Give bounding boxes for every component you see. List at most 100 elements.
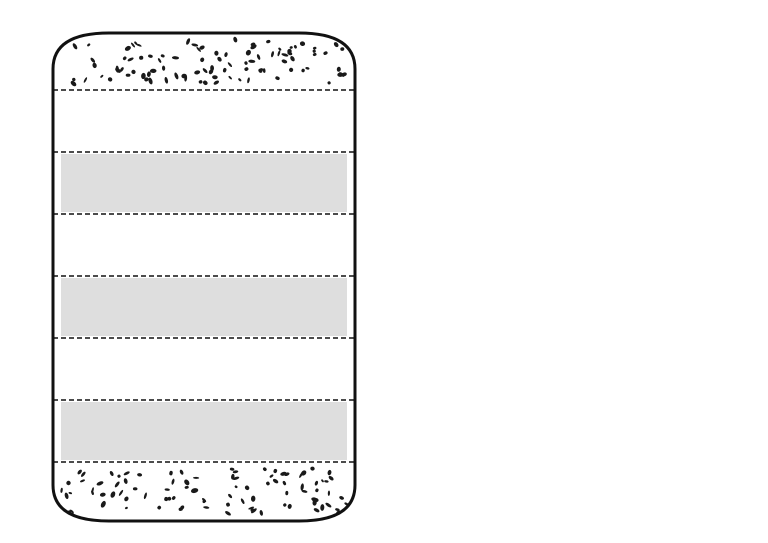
speckle-dot — [167, 496, 172, 501]
speckle-dot — [312, 46, 317, 50]
layer-5-shaded — [61, 278, 347, 336]
speckle-dot — [217, 56, 222, 62]
speckle-dot — [340, 47, 345, 51]
speckle-dot — [228, 493, 233, 499]
speckle-dot — [281, 59, 288, 64]
speckle-dot — [131, 69, 136, 75]
speckle-dot — [90, 57, 96, 63]
speckle-dot — [289, 67, 294, 72]
speckle-dot — [127, 57, 134, 62]
speckle-dot — [250, 508, 255, 513]
speckle-dot — [287, 48, 292, 54]
speckle-dot — [193, 476, 200, 479]
speckle-dot — [282, 480, 287, 486]
speckle-dot — [171, 496, 176, 500]
speckle-dot — [260, 68, 265, 71]
speckle-dot — [310, 466, 315, 471]
speckle-dot — [100, 74, 104, 78]
speckle-dot — [324, 480, 329, 483]
speckle-dot — [161, 65, 166, 71]
speckle-dot — [289, 46, 293, 49]
speckle-dot — [141, 72, 146, 80]
speckle-dot — [134, 41, 138, 45]
speckle-dot — [122, 56, 127, 61]
speckle-dot — [244, 485, 250, 491]
speckle-dot — [60, 487, 63, 493]
speckle-dot — [157, 58, 162, 63]
speckle-dot — [293, 45, 297, 49]
layer-7-shaded — [61, 402, 347, 460]
speckle-dot — [269, 474, 274, 478]
speckle-dot — [213, 80, 219, 85]
layer-fill — [61, 278, 347, 336]
speckle-dot — [313, 508, 320, 513]
speckle-dot — [222, 67, 227, 73]
speckle-dot — [336, 66, 341, 72]
layer-3-shaded — [61, 154, 347, 212]
speckle-dot — [99, 492, 106, 497]
layer-fill — [53, 33, 355, 90]
speckle-dot — [321, 479, 324, 483]
speckle-dot — [171, 56, 180, 60]
speckle-dot — [275, 76, 280, 81]
speckle-dot — [139, 55, 144, 60]
speckle-dot — [248, 59, 256, 63]
speckle-dot — [148, 77, 153, 85]
speckle-dot — [312, 49, 316, 53]
speckle-dot — [259, 510, 263, 516]
speckle-dot — [64, 492, 69, 500]
speckle-dot — [214, 50, 219, 56]
speckle-dot — [92, 62, 97, 69]
speckle-dot — [280, 471, 287, 476]
speckle-dot — [124, 45, 131, 51]
speckle-dot — [300, 483, 304, 491]
layer-1-speckled — [53, 33, 355, 90]
speckle-dot — [327, 490, 331, 496]
speckle-dot — [301, 68, 305, 73]
speckle-dot — [72, 77, 76, 82]
speckle-dot — [70, 80, 77, 87]
speckle-dot — [87, 43, 91, 47]
speckle-dot — [278, 47, 282, 51]
speckle-dot — [202, 68, 208, 74]
speckle-dot — [327, 469, 332, 476]
layer-4-plain — [53, 214, 355, 276]
speckle-dot — [125, 73, 131, 77]
speckle-dot — [240, 498, 245, 505]
speckle-dot — [199, 45, 205, 50]
layer-6-plain — [53, 338, 355, 400]
speckle-dot — [77, 469, 82, 475]
speckle-dot — [117, 474, 121, 478]
speckle-dot — [181, 73, 187, 79]
speckle-dot — [137, 473, 143, 477]
speckle-dot — [114, 481, 120, 488]
speckle-dot — [250, 42, 256, 47]
speckle-dot — [143, 492, 147, 500]
speckle-dot — [190, 488, 199, 494]
speckle-dot — [135, 43, 142, 47]
speckle-dot — [72, 43, 78, 50]
speckle-dot — [130, 42, 136, 48]
speckle-dot — [91, 487, 94, 493]
speckle-dot — [247, 77, 250, 84]
speckle-dot — [333, 42, 339, 48]
speckle-dot — [283, 503, 287, 507]
speckle-dot — [224, 52, 228, 58]
speckle-dot — [123, 471, 130, 476]
speckle-dot — [266, 481, 270, 486]
speckle-dot — [69, 509, 73, 513]
speckle-dot — [323, 51, 328, 55]
speckle-dot — [305, 67, 310, 70]
speckle-dot — [148, 54, 153, 58]
speckle-dot — [68, 491, 73, 495]
speckle-dot — [301, 470, 307, 476]
layer-fill — [53, 338, 355, 400]
speckle-dot — [244, 67, 249, 71]
speckle-dot — [301, 489, 308, 493]
speckle-dot — [164, 488, 170, 491]
speckle-dot — [312, 497, 319, 503]
speckle-dot — [179, 469, 184, 475]
layer-8-speckled — [53, 462, 355, 521]
